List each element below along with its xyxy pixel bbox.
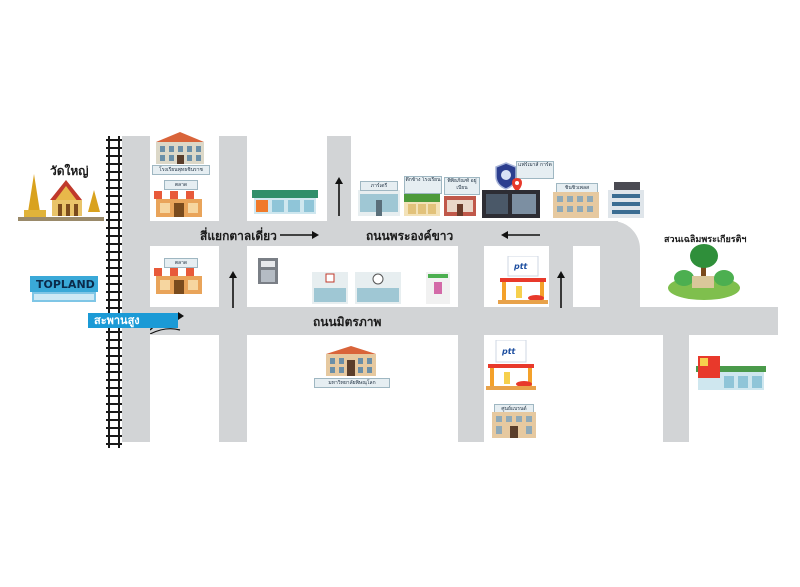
road-v-ptt [458, 244, 484, 442]
arrow-right-top-road [280, 231, 319, 239]
school-building-icon [156, 132, 204, 164]
road-label-talduaw: สี่แยกตาลเดี่ยว [200, 229, 277, 243]
ptt-station-icon [498, 256, 548, 304]
convenience-store-icon [252, 190, 318, 214]
school-label: โรงเรียนพุทธชินราช [152, 165, 210, 175]
fairmouse-building-icon [482, 190, 540, 218]
shophouse-label: ตึกช้าง โรงเรียน [404, 176, 442, 194]
caltex-store-label: ภาร์เดรี [360, 181, 398, 191]
road-right-curve [600, 221, 640, 311]
market-top-label: ตลาด [164, 180, 198, 190]
shield-logo-icon [495, 162, 517, 190]
road-top-horizontal [122, 221, 618, 246]
ptt-2-label: ptt [502, 347, 516, 356]
shopping-building-icon [492, 412, 536, 438]
topland-label: TOPLAND [36, 278, 95, 291]
fairmouse-label: แฟร์เมาส์ การ์ด [516, 161, 554, 179]
park-tree-icon [668, 244, 740, 300]
hotel-building-icon [608, 182, 644, 218]
location-pin-icon [512, 178, 522, 192]
road-label-phra-ong-khao: ถนนพระองค์ขาว [366, 229, 454, 243]
ptt-1-label: ptt [514, 262, 528, 271]
market-stall-icon [154, 191, 204, 217]
nissan-showroom-icon [355, 272, 401, 304]
honda-showroom-icon [312, 272, 348, 304]
shophouse-icon [404, 194, 440, 216]
shinnawat-building-icon [553, 192, 599, 218]
ptt-station-2-icon [486, 340, 536, 390]
wat-yai-label: วัดใหญ่ [50, 164, 89, 178]
arrow-up-right-road [557, 271, 565, 308]
road-v-bigc [663, 333, 689, 442]
market-left-label: ตลาด [164, 258, 198, 268]
clinic-building-icon [426, 272, 450, 304]
bigc-store-icon [696, 356, 766, 390]
arrow-up-center [335, 177, 343, 216]
topland-sign-icon [30, 276, 98, 302]
temple-icon [18, 174, 104, 221]
small-gate-icon [258, 258, 278, 284]
caltex-store-icon [358, 190, 400, 216]
museum-label: พิพิธภัณฑ์ อยู่เบียน [444, 177, 480, 195]
market-left-stall-icon [154, 268, 204, 294]
university-label: มหาวิทยาลัยพิษณุโลก [314, 378, 390, 388]
museum-icon [444, 196, 476, 216]
road-label-mittraphap: ถนนมิตรภาพ [313, 315, 382, 329]
park-label: สวนเฉลิมพระเกียรติฯ [664, 235, 747, 245]
arrow-left-top-road [501, 231, 540, 239]
arrow-up-school-road [229, 271, 237, 308]
road-left-vertical [122, 136, 150, 442]
bridge-label: สะพานสูง [88, 313, 178, 328]
railway-track [106, 136, 122, 448]
university-building-icon [326, 346, 376, 376]
